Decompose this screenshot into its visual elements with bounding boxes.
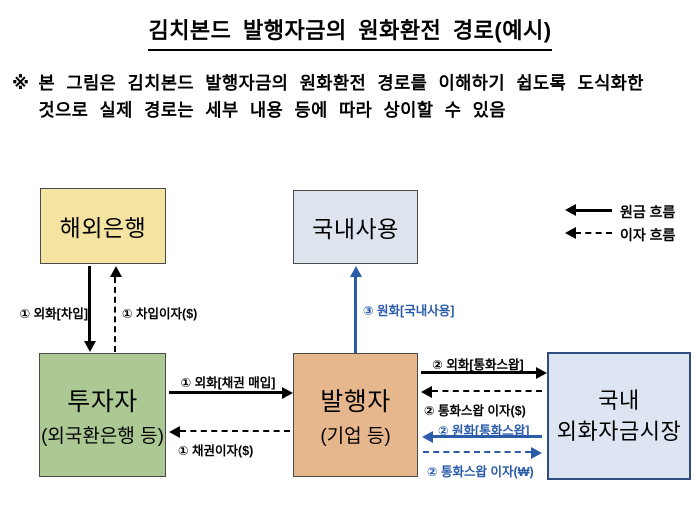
box-fx-market-label-line1: 국내: [598, 388, 640, 413]
box-issuer-sublabel: (기업 등): [320, 426, 391, 447]
legend-interest-label: 이자 흐름: [620, 227, 676, 243]
box-investor: 투자자 (외국환은행 등): [39, 353, 166, 477]
flow-label-swap-interest-usd: ② 통화스왑 이자($): [424, 404, 526, 418]
note-lines: 본 그림은 김치본드 발행자금의 원화환전 경로를 이해하기 쉽도록 도식화한 …: [39, 70, 690, 124]
arrow-swap-interest-krw-line: [423, 451, 531, 453]
arrow-fx-bond-purchase-head: [282, 387, 293, 399]
note-line-1: 본 그림은 김치본드 발행자금의 원화환전 경로를 이해하기 쉽도록 도식화한: [38, 73, 645, 93]
arrow-won-swap-head: [422, 431, 433, 443]
arrow-won-domestic-use-head: [350, 266, 362, 277]
legend-interest-arrow-line: [575, 232, 612, 234]
arrow-swap-interest-usd-line: [432, 390, 542, 392]
flow-label-won-swap: ② 원화[통화스왑]: [438, 424, 530, 438]
arrow-swap-interest-usd-head: [421, 386, 432, 398]
legend-principal-arrow-line: [575, 209, 612, 212]
arrow-borrow-interest-head: [110, 266, 122, 277]
flow-label-fx-swap: ② 외화[통화스왑]: [432, 358, 524, 372]
arrow-bond-interest-head: [169, 426, 180, 438]
box-investor-sublabel: (외국환은행 등): [41, 426, 164, 447]
arrow-fx-swap-line: [421, 371, 536, 374]
arrow-won-domestic-use-line: [354, 277, 357, 353]
flow-label-swap-interest-krw: ② 통화스왑 이자(₩): [427, 465, 534, 479]
arrow-bond-interest-line: [180, 430, 290, 432]
flow-label-fx-borrow: ① 외화[차입]: [19, 307, 88, 321]
arrow-fx-borrow-head: [84, 341, 96, 352]
box-overseas-bank: 해외은행: [40, 188, 166, 264]
box-domestic-use-label: 국내사용: [312, 216, 399, 242]
box-overseas-bank-label: 해외은행: [59, 215, 147, 241]
page-title-text: 김치본드 발행자금의 원화환전 경로(예시): [148, 13, 552, 51]
note-marker: ※: [12, 73, 30, 93]
legend-principal-arrow-icon: [565, 204, 576, 216]
note-line-2: 것으로 실제 경로는 세부 내용 등에 따라 상이할 수 있음: [38, 100, 506, 120]
box-issuer: 발행자 (기업 등): [293, 353, 418, 477]
box-investor-label: 투자자: [67, 388, 138, 416]
flow-label-fx-bond-purchase: ① 외화[채권 매입]: [180, 376, 276, 390]
legend-interest-arrow-icon: [565, 227, 576, 239]
legend-principal-label: 원금 흐름: [620, 204, 676, 220]
box-issuer-label: 발행자: [320, 388, 391, 416]
arrow-borrow-interest-line: [114, 277, 116, 352]
arrow-won-swap-line: [433, 435, 542, 438]
page-title: 김치본드 발행자금의 원화환전 경로(예시): [0, 13, 700, 51]
flow-label-won-domestic-use: ③ 원화[국내사용]: [363, 304, 455, 318]
arrow-fx-borrow-line: [88, 266, 91, 341]
note: ※ 본 그림은 김치본드 발행자금의 원화환전 경로를 이해하기 쉽도록 도식화…: [12, 70, 690, 124]
flow-label-borrow-interest: ① 차입이자($): [122, 307, 198, 321]
arrow-swap-interest-krw-head: [531, 447, 542, 459]
box-fx-market-label-line2: 외화자금시장: [556, 419, 682, 444]
flow-label-bond-interest: ① 채권이자($): [178, 444, 254, 458]
arrow-fx-bond-purchase-line: [169, 391, 282, 394]
box-domestic-use: 국내사용: [293, 190, 418, 264]
arrow-fx-swap-head: [536, 367, 547, 379]
box-fx-market: 국내 외화자금시장: [547, 352, 691, 480]
